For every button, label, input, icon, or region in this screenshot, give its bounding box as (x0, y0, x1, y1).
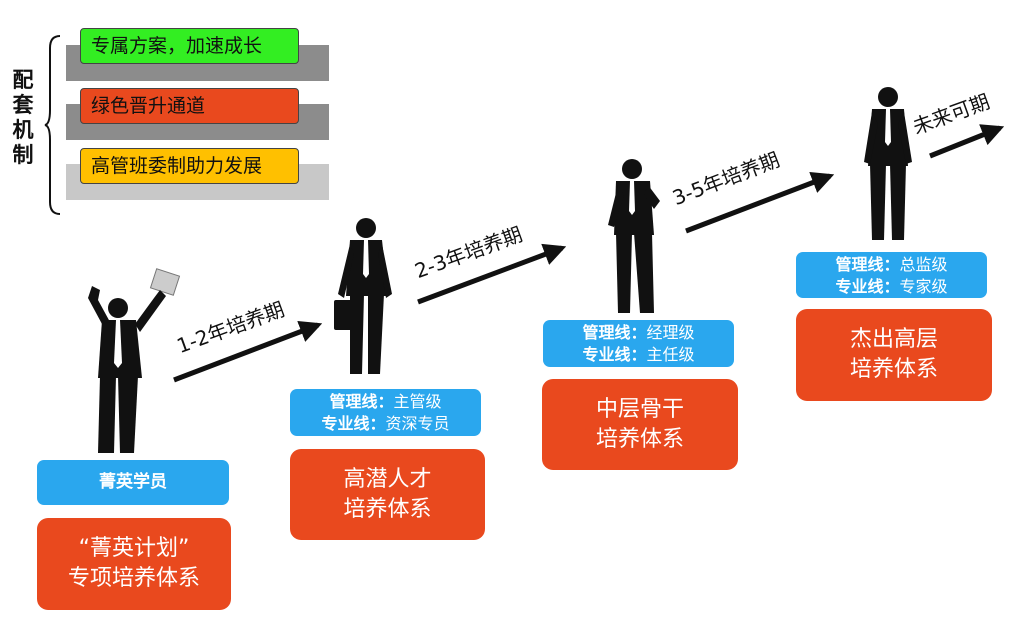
mechanism-item-tailored-plan: 专属方案，加速成长 (80, 28, 299, 64)
stage-2-prof-key: 专业线： (321, 414, 386, 433)
businessman-watch-icon (608, 159, 660, 313)
stage-2-mgmt-key: 管理线： (329, 392, 394, 411)
stage-2-tag: 管理线：主管级 专业线：资深专员 (290, 389, 481, 436)
mechanism-label-char: 机 (12, 118, 34, 142)
stage-1-system-line: “菁英计划” (78, 536, 190, 561)
stage-4-system-line: 杰出高层 (849, 327, 938, 352)
stage-1-system-line: 专项培养体系 (67, 566, 200, 591)
mechanism-label-char: 套 (12, 93, 34, 117)
mechanism-item-executive-class: 高管班委制助力发展 (80, 148, 299, 184)
executive-person-icon (864, 87, 912, 240)
mechanism-label: 配 套 机 制 (8, 68, 38, 168)
stage-3-tag: 管理线：经理级 专业线：主任级 (543, 320, 734, 367)
stage-1-system-box: “菁英计划” 专项培养体系 (37, 518, 231, 610)
stage-4-system-line: 培养体系 (849, 357, 938, 382)
mechanism-label-char: 制 (12, 143, 34, 167)
stage-3-prof-value: 主任级 (646, 345, 695, 364)
businessman-briefcase-icon (334, 218, 392, 374)
stage-4-prof-key: 专业线： (835, 277, 900, 296)
stage-3-system-box: 中层骨干 培养体系 (542, 379, 738, 470)
stage-3-prof-key: 专业线： (582, 345, 647, 364)
stage-3-system-line: 中层骨干 (595, 396, 684, 422)
arrow-stage-3 (685, 171, 835, 234)
arrow-stage-1 (173, 320, 323, 383)
stage-1-tag: 菁英学员 (37, 460, 229, 505)
stage-4-prof-value: 专家级 (899, 277, 948, 296)
stage-3-mgmt-value: 经理级 (646, 323, 695, 342)
stage-4-tag: 管理线：总监级 专业线：专家级 (796, 252, 987, 298)
curly-brace-icon (44, 35, 61, 215)
stage-2-prof-value: 资深专员 (385, 414, 450, 433)
stage-4-system-box: 杰出高层 培养体系 (796, 309, 992, 401)
cheering-person-icon (88, 268, 181, 453)
stage-4-mgmt-key: 管理线： (835, 255, 900, 274)
stage-1-tag-text: 菁英学员 (99, 472, 167, 492)
stage-2-system-box: 高潜人才 培养体系 (290, 449, 485, 540)
mechanism-item-promotion-channel: 绿色晋升通道 (80, 88, 299, 124)
stage-2-system-line: 培养体系 (343, 496, 432, 522)
arrow-stage-2 (417, 243, 567, 305)
arrow-future (929, 124, 1005, 159)
stage-2-mgmt-value: 主管级 (393, 392, 442, 411)
stage-4-mgmt-value: 总监级 (899, 255, 948, 274)
stage-3-system-line: 培养体系 (595, 426, 684, 452)
stage-2-system-line: 高潜人才 (343, 466, 432, 492)
mechanism-label-char: 配 (12, 68, 34, 92)
stage-3-mgmt-key: 管理线： (582, 323, 647, 342)
